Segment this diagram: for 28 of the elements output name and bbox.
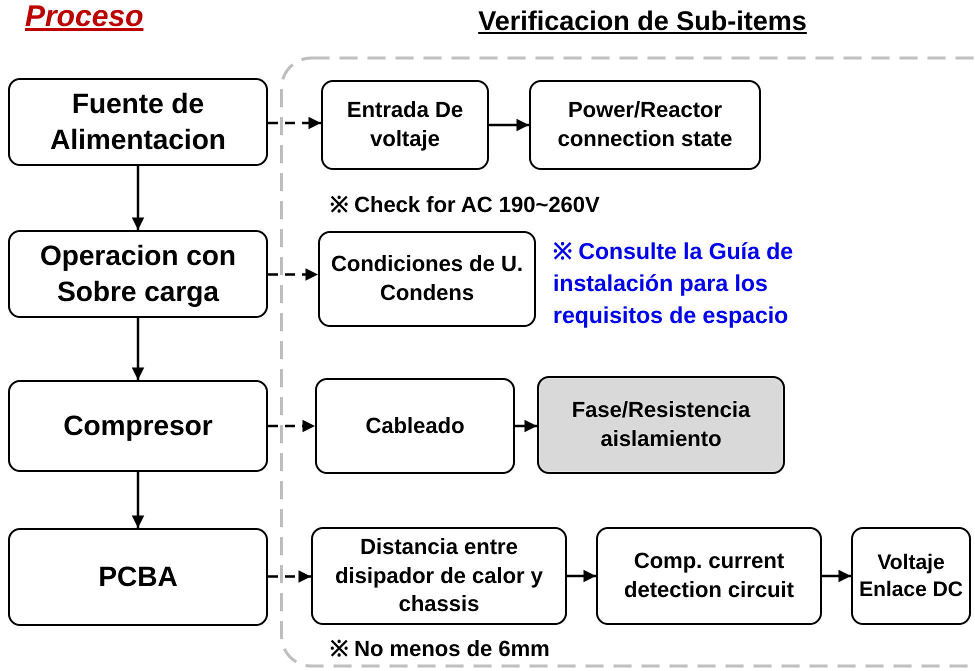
arrow [132, 318, 144, 380]
arrow [132, 472, 144, 528]
process-box: PCBA [8, 528, 268, 626]
process-box: Cableado [315, 378, 515, 474]
process-box: Entrada De voltaje [321, 80, 489, 170]
note-text: ※ No menos de 6mm [330, 635, 551, 663]
process-box: Fase/Resistencia aislamiento [537, 376, 785, 474]
note-text: ※ Consulte la Guía de instalación para los requisitos de espacio [553, 237, 794, 330]
process-box: Power/Reactor connection state [529, 80, 761, 170]
process-box: Distancia entre disipador de calor y chassis [311, 527, 567, 625]
process-box: Comp. current detection circuit [596, 527, 822, 625]
section-heading: Verificacion de Sub-items [477, 6, 808, 37]
process-box: Condiciones de U. Condens [318, 231, 536, 327]
arrow [268, 420, 315, 432]
arrow [268, 570, 311, 583]
arrow [567, 570, 596, 582]
process-box: Voltaje Enlace DC [851, 527, 971, 625]
note-text: ※ Check for AC 190~260V [330, 191, 601, 219]
arrow [822, 570, 851, 582]
process-box: Operacion con Sobre carga [8, 230, 268, 318]
arrow [268, 116, 321, 130]
arrow [268, 268, 318, 281]
process-box: Fuente de Alimentacion [8, 78, 268, 166]
page-title: Proceso [25, 0, 144, 34]
arrow [489, 118, 529, 132]
process-box: Compresor [8, 380, 268, 472]
arrow [515, 420, 537, 432]
arrow [132, 166, 144, 230]
